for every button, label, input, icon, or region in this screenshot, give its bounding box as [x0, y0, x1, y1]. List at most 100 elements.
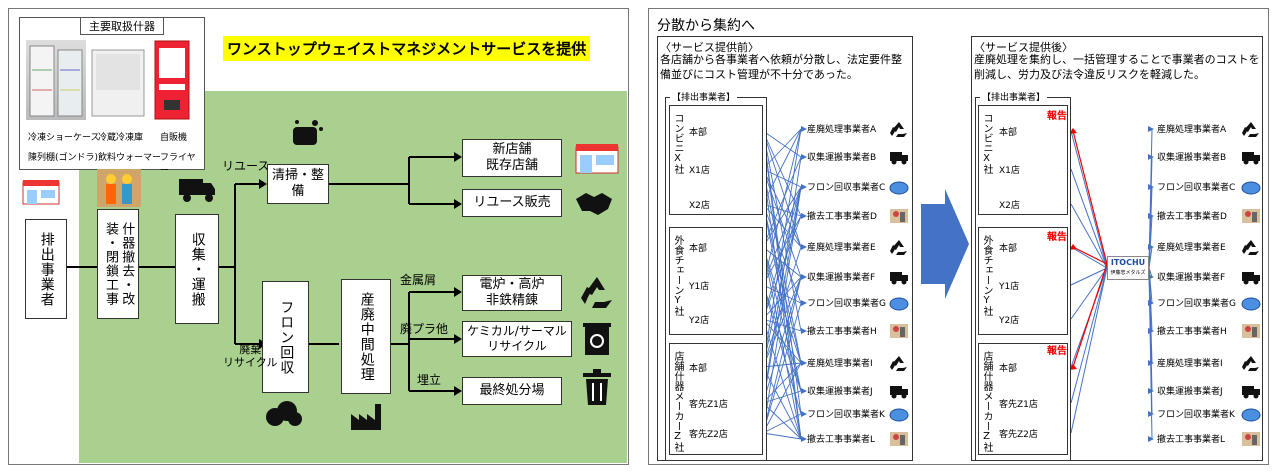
- after-vendor-3: フロン回収事業者C: [1157, 183, 1236, 193]
- before-member-1-1: 本部: [689, 128, 708, 138]
- equipment-item-3: 自販機: [160, 133, 188, 143]
- factory-icon: [349, 402, 383, 432]
- freon-label: フロン回収: [278, 299, 295, 375]
- cleaning-icon: [289, 117, 325, 149]
- equipment-item-1: 冷凍ショーケース: [28, 133, 100, 143]
- before-vendor-9: 産廃処理事業者I: [807, 359, 873, 369]
- before-group-name-2: 外食チェーンY社: [672, 235, 683, 316]
- before-group-name-1: コンビニX社: [672, 113, 683, 174]
- before-vendor-2: 収集運搬事業者B: [807, 153, 877, 163]
- report-label-2: 報告: [1047, 232, 1067, 243]
- left-panel: 主要取扱什器 冷凍ショーケース 冷蔵冷凍庫 自販機 陳列棚(ゴンドラ) 飲料ウォ…: [8, 8, 629, 465]
- reuse-label: リユース: [222, 159, 270, 173]
- after-group-2: [978, 227, 1068, 335]
- after-member-3-3: 客先Z2店: [999, 430, 1038, 440]
- furnace-label: 電炉・高炉 非鉄精錬: [479, 276, 545, 308]
- after-vendor-10: 収集運搬事業者J: [1157, 387, 1223, 397]
- reuse-sale-box: リユース販売: [462, 189, 562, 217]
- after-member-1-3: X2店: [999, 201, 1020, 211]
- plastic-label: 廃プラ他: [400, 322, 449, 336]
- furnace-box: 電炉・高炉 非鉄精錬: [462, 275, 562, 311]
- equipment-item-5: 飲料ウォーマー: [98, 153, 162, 163]
- after-discharger-label: 【排出事業者】: [980, 90, 1048, 103]
- before-vendor-4: 撤去工事事業者D: [807, 212, 877, 222]
- after-vendor-11: フロン回収事業者K: [1157, 410, 1235, 420]
- handshake-icon: [574, 189, 614, 217]
- after-member-3-2: 客先Z1店: [999, 400, 1038, 410]
- transition-arrow: [921, 189, 969, 299]
- after-member-1-2: X1店: [999, 166, 1020, 176]
- equipment-box: 主要取扱什器 冷凍ショーケース 冷蔵冷凍庫 自販機 陳列棚(ゴンドラ) 飲料ウォ…: [19, 17, 205, 176]
- after-vendor-9: 産廃処理事業者I: [1157, 359, 1223, 369]
- report-label-3: 報告: [1047, 346, 1067, 357]
- after-member-1-1: 本部: [999, 128, 1018, 138]
- before-member-2-3: Y2店: [689, 316, 710, 326]
- after-group-3: [978, 343, 1068, 455]
- after-member-3-1: 本部: [999, 364, 1018, 374]
- left-flow-lines: [67, 152, 462, 396]
- before-member-2-2: Y1店: [689, 282, 710, 292]
- before-group-3: [669, 343, 763, 455]
- hub-label: ITOCHU: [1110, 258, 1146, 267]
- equipment-item-4: 陳列棚(ゴンドラ): [28, 153, 99, 163]
- after-vendor-5: 産廃処理事業者E: [1157, 243, 1226, 253]
- after-vendor-12: 撤去工事事業者L: [1157, 435, 1226, 445]
- after-vendor-4: 撤去工事事業者D: [1157, 212, 1227, 222]
- before-vendor-11: フロン回収事業者K: [807, 410, 885, 420]
- before-group-2: [669, 227, 763, 335]
- after-member-2-3: Y2店: [999, 316, 1020, 326]
- collect-box: 収集・運搬: [175, 214, 219, 324]
- equipment-header: 主要取扱什器: [80, 17, 164, 35]
- industrial-label: 産廃中間処理: [358, 291, 375, 382]
- discharger-label: 排出事業者: [38, 231, 55, 307]
- metal-label: 金属屑: [400, 273, 437, 287]
- store-icon: [21, 176, 61, 206]
- waste-label: 廃棄 リサイクル: [223, 343, 278, 370]
- equipment-item-2: 冷蔵冷凍庫: [98, 133, 144, 143]
- before-group-1: [669, 105, 763, 215]
- cloud-icon: [263, 399, 303, 429]
- landfill-label: 埋立: [417, 373, 442, 387]
- vending-machine-image: [154, 40, 190, 120]
- new-store-label: 新店舗 既存店舗: [485, 141, 538, 173]
- clean-box: 清掃・整備: [267, 164, 329, 204]
- before-member-3-1: 本部: [689, 364, 708, 374]
- before-vendor-6: 収集運搬事業者F: [807, 273, 876, 283]
- after-group-name-3: 店舗什器メーカーZ社: [981, 351, 992, 452]
- after-group-1: [978, 105, 1068, 215]
- after-vendor-6: 収集運搬事業者F: [1157, 273, 1226, 283]
- before-vendor-7: フロン回収事業者G: [807, 299, 886, 309]
- landfill-box-label: 最終処分場: [479, 382, 545, 398]
- left-title: ワンストップウェイストマネジメントサービスを提供: [223, 36, 591, 61]
- clean-label: 清掃・整備: [271, 167, 324, 199]
- after-vendor-8: 撤去工事事業者H: [1157, 327, 1227, 337]
- hub-sublabel: 伊藤忠メタルズ: [1110, 270, 1146, 276]
- showcase-image: [26, 40, 86, 120]
- before-member-3-3: 客先Z2店: [689, 430, 728, 440]
- after-vendor-1: 産廃処理事業者A: [1157, 125, 1227, 135]
- before-discharger-label: 【排出事業者】: [670, 90, 738, 103]
- before-vendor-5: 産廃処理事業者E: [807, 243, 876, 253]
- industrial-box: 産廃中間処理: [341, 279, 391, 394]
- equipment-item-6: フライヤー: [160, 153, 196, 176]
- right-panel: 分散から集約へ 〈サービス提供前〉 各店舗から各事業者へ依頼が分散し、法定要件整…: [648, 8, 1269, 465]
- before-vendor-1: 産廃処理事業者A: [807, 125, 877, 135]
- recycle-icon: [579, 274, 615, 310]
- before-vendor-12: 撤去工事事業者L: [807, 435, 876, 445]
- report-label-1: 報告: [1047, 111, 1067, 122]
- reuse-sale-label: リユース販売: [473, 194, 551, 210]
- before-member-1-2: X1店: [689, 166, 710, 176]
- right-heading: 分散から集約へ: [657, 18, 755, 34]
- discharger-box: 排出事業者: [25, 219, 67, 319]
- before-vendor-10: 収集運搬事業者J: [807, 387, 873, 397]
- before-group-name-3: 店舗什器メーカーZ社: [672, 351, 683, 452]
- after-section: 〈サービス提供後〉 産廃処理を集約し、一括管理することで事業者のコストを削減し、…: [971, 36, 1263, 461]
- workers-image: [97, 169, 141, 207]
- chemical-box: ケミカル/サーマル リサイクル: [462, 321, 572, 357]
- before-title: 〈サービス提供前〉: [660, 41, 759, 54]
- after-group-name-1: コンビニX社: [981, 113, 992, 174]
- after-desc: 産廃処理を集約し、一括管理することで事業者のコストを削減し、労力及び法令違反リス…: [974, 53, 1260, 81]
- after-member-2-1: 本部: [999, 244, 1018, 254]
- after-member-2-2: Y1店: [999, 282, 1020, 292]
- new-store-box: 新店舗 既存店舗: [462, 139, 562, 177]
